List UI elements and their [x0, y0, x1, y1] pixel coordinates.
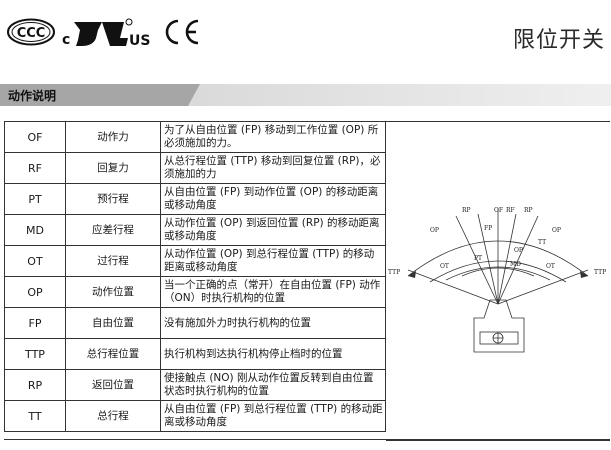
diagram-label-op-right: OP: [552, 227, 561, 234]
term-description: 没有施加外力时执行机构的位置: [160, 307, 386, 339]
diagram-label-pt: PT: [474, 255, 482, 262]
term-name: 自由位置: [65, 307, 161, 339]
svg-text:c: c: [62, 32, 70, 48]
svg-text:US: US: [129, 33, 150, 49]
diagram-label-ttp-right: TTP: [594, 269, 606, 276]
term-code: RP: [4, 369, 66, 401]
term-name: 总行程: [65, 400, 161, 432]
ccc-certification-logo: CCC: [7, 18, 55, 46]
diagram-label-rp-right: RP: [524, 207, 533, 214]
term-name: 动作力: [65, 121, 161, 153]
diagram-label-tt: TT: [538, 239, 546, 246]
table-bottom-rule: [4, 439, 610, 440]
term-code: FP: [4, 307, 66, 339]
diagram-label-op-mid: OP: [514, 247, 523, 254]
term-description: 从动作位置 (OP) 到返回位置 (RP) 的移动距离或移动角度: [160, 214, 386, 246]
term-description: 执行机构到达执行机构停止档时的位置: [160, 338, 386, 370]
diagram-label-ot-left: OT: [440, 263, 449, 270]
term-description: 使接触点 (NO) 刚从动作位置反转到自由位置状态时执行机构的位置: [160, 369, 386, 401]
term-name: 动作位置: [65, 276, 161, 308]
section-bar-shape: [0, 84, 611, 106]
term-description: 当一个正确的点（常开）在自由位置 (FP) 动作（ON）时执行机构的位置: [160, 276, 386, 308]
diagram-label-of: OF: [494, 207, 503, 214]
term-name: 应差行程: [65, 214, 161, 246]
term-code: RF: [4, 152, 66, 184]
svg-text:CCC: CCC: [17, 26, 46, 41]
diagram-label-op-left: OP: [430, 227, 439, 234]
term-code: PT: [4, 183, 66, 215]
culus-certification-logo: c US: [62, 18, 150, 49]
diagram-label-rf: RF: [506, 207, 515, 214]
page-header: CCC c US 限位开关: [0, 0, 611, 60]
term-description: 从自由位置 (FP) 到动作位置 (OP) 的移动距离或移动角度: [160, 183, 386, 215]
term-description: 为了从自由位置 (FP) 移动到工作位置 (OP) 所必须施加的力。: [160, 121, 386, 153]
diagram-label-ttp-left: TTP: [388, 269, 400, 276]
term-code: MD: [4, 214, 66, 246]
term-code: TTP: [4, 338, 66, 370]
ce-certification-logo: [165, 19, 199, 45]
term-description: 从动作位置 (OP) 到总行程位置 (TTP) 的移动距离或移动角度: [160, 245, 386, 277]
diagram-label-fp: FP: [484, 225, 492, 232]
term-code: OP: [4, 276, 66, 308]
section-header-bar: [0, 84, 611, 106]
term-description: 从自由位置 (FP) 到总行程位置 (TTP) 的移动距离或移动角度: [160, 400, 386, 432]
term-name: 返回位置: [65, 369, 161, 401]
diagram-label-rp-left: RP: [462, 207, 471, 214]
term-name: 过行程: [65, 245, 161, 277]
diagram-frame: [386, 121, 610, 441]
diagram-label-md: MD: [510, 261, 521, 268]
actuator-travel-diagram: RP OF RF RP OP FP OP TTP TTP OT PT MD OT…: [388, 207, 606, 353]
diagram-label-ot-right: OT: [546, 263, 555, 270]
term-code: OT: [4, 245, 66, 277]
page-title: 限位开关: [512, 28, 605, 53]
term-name: 预行程: [65, 183, 161, 215]
term-name: 总行程位置: [65, 338, 161, 370]
term-code: TT: [4, 400, 66, 432]
section-title: 动作说明: [8, 89, 57, 103]
term-name: 回复力: [65, 152, 161, 184]
term-code: OF: [4, 121, 66, 153]
term-description: 从总行程位置 (TTP) 移动到回复位置 (RP)，必须施加的力: [160, 152, 386, 184]
